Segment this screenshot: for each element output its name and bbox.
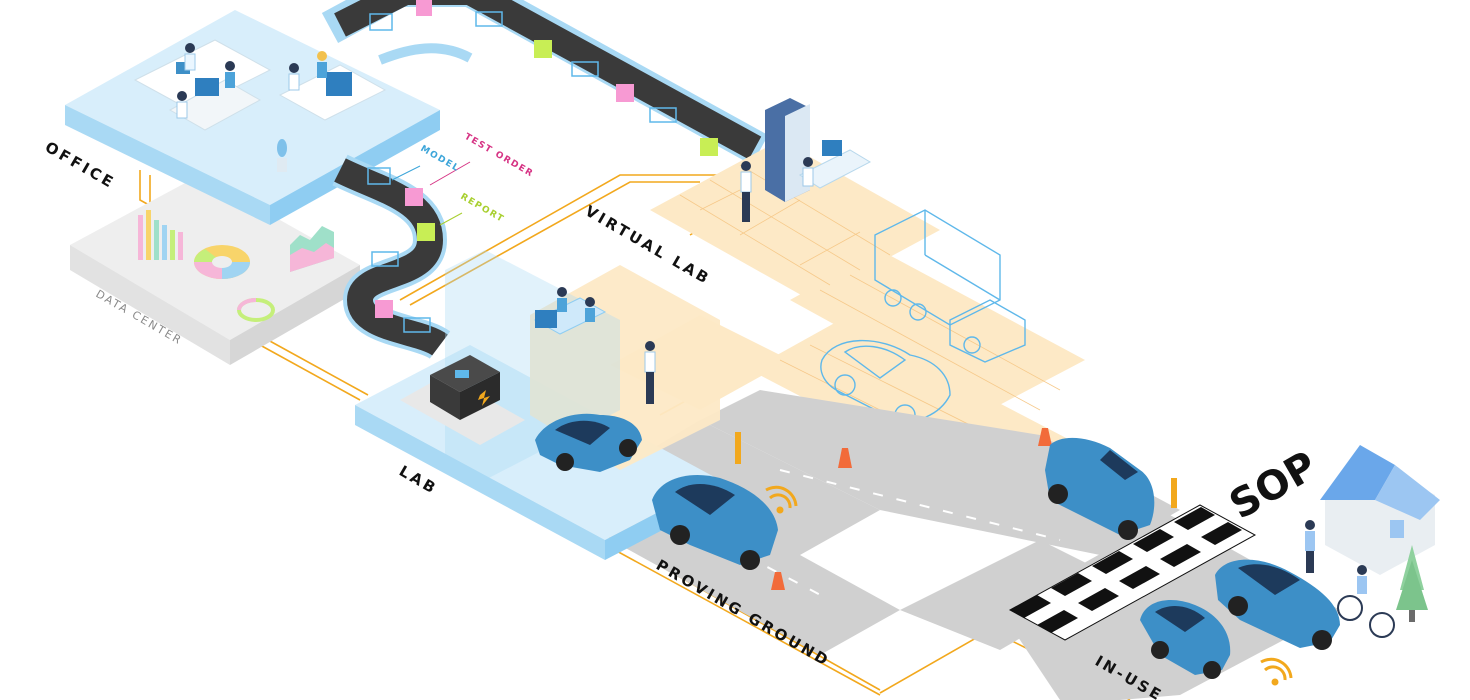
office-label: OFFICE <box>42 138 119 193</box>
proving-ground-car <box>652 474 778 570</box>
traffic-cones <box>735 428 1177 590</box>
house <box>1320 445 1440 575</box>
wifi-icon-in-use <box>1260 657 1293 686</box>
in-use-cars <box>1140 559 1340 679</box>
report-label: REPORT <box>459 192 506 225</box>
tree <box>1396 545 1428 622</box>
conveyor-belt: MODEL TEST ORDER REPORT <box>321 0 769 360</box>
lab-car <box>535 413 642 472</box>
sop-label: SOP <box>1222 443 1325 529</box>
conveyor-cargo <box>367 0 718 333</box>
area-chart-icon <box>290 226 334 272</box>
lab-platform: LAB <box>355 250 720 560</box>
model-label: MODEL <box>419 144 462 174</box>
test-order-label: TEST ORDER <box>463 132 536 180</box>
ring-chart-icon <box>237 298 275 322</box>
cyclist <box>1337 565 1395 638</box>
office-platform: OFFICE <box>42 10 440 225</box>
donut-chart-icon <box>194 245 250 279</box>
office-workers <box>176 43 327 119</box>
van <box>1045 437 1155 540</box>
wifi-icon <box>765 485 798 514</box>
bar-chart-icon <box>138 210 183 260</box>
finish-line <box>1008 504 1257 641</box>
battery-test-unit <box>400 355 525 445</box>
pedestrian <box>1305 520 1315 573</box>
data-center-platform: DATA CENTER <box>70 175 360 365</box>
virtual-truck-model <box>874 209 1026 363</box>
